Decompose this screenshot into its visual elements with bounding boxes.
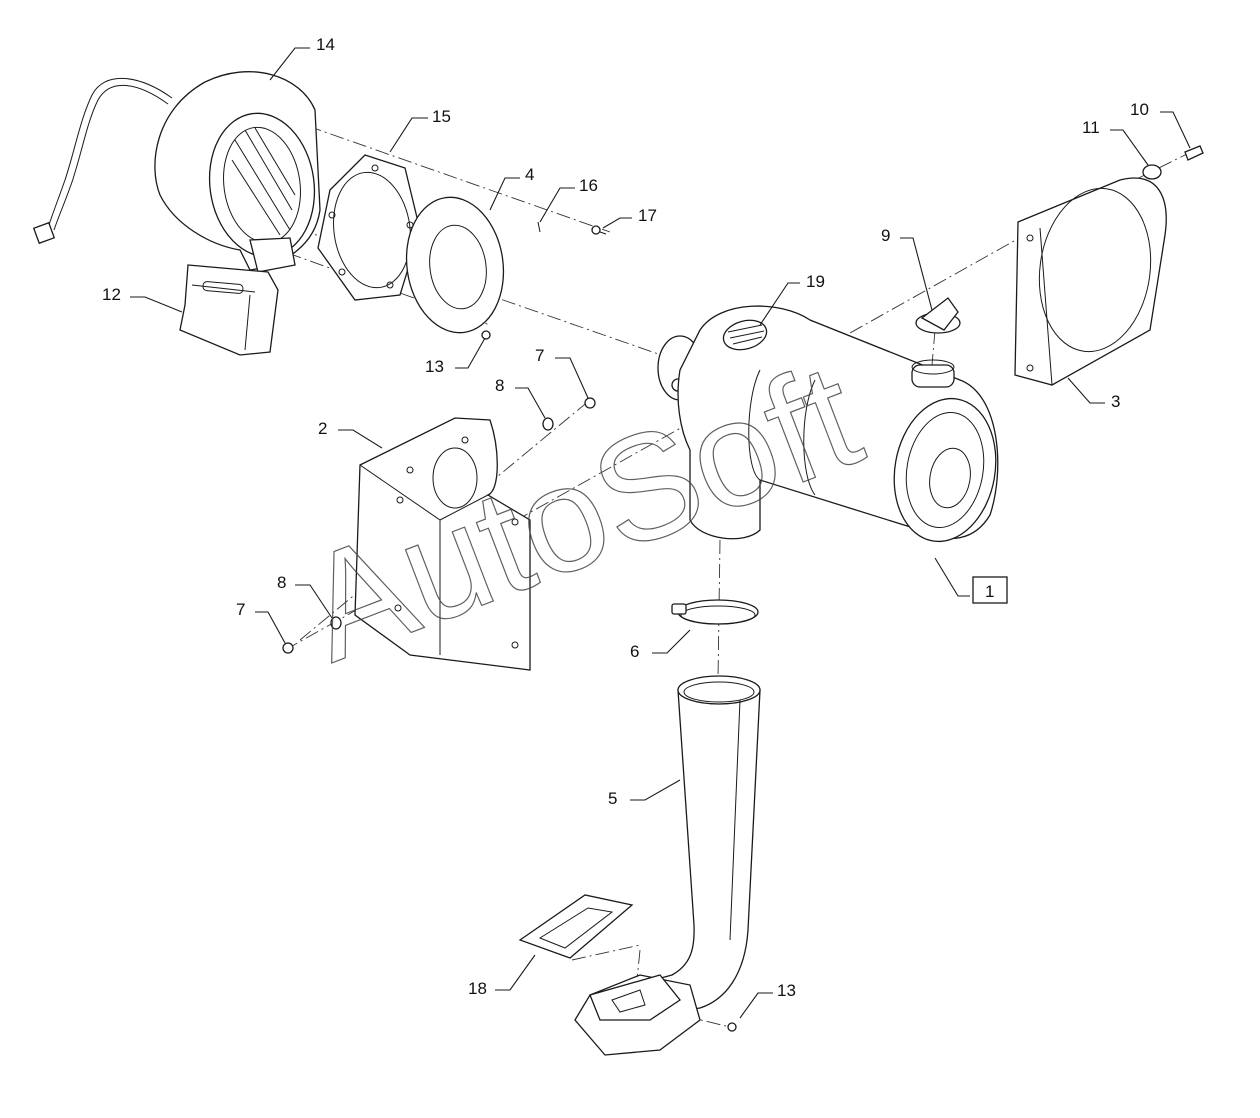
callout-8-upper: 8	[495, 376, 504, 395]
valve-part-9	[915, 297, 961, 334]
callout-1: 1	[985, 582, 994, 601]
screw-part-13-upper	[481, 330, 491, 340]
callout-19: 19	[806, 272, 825, 291]
gasket-plate-part-15	[317, 154, 421, 301]
leader-lines	[130, 47, 1191, 1019]
callout-12: 12	[102, 285, 121, 304]
nut-part-7-upper	[584, 397, 596, 409]
gasket-part-18	[518, 894, 634, 959]
pin-part-16	[537, 221, 541, 233]
intake-tube-part-5	[574, 675, 761, 1056]
nut-part-7-lower	[282, 642, 294, 654]
callout-7-lower: 7	[236, 600, 245, 619]
callout-11: 11	[1082, 118, 1100, 137]
washer-part-8-upper	[542, 417, 554, 431]
callout-13-upper: 13	[425, 357, 444, 376]
blower-housing-part-14	[32, 71, 321, 273]
callout-labels: 14 15 4 16 17 12 13 19 9 11 10 3 7 8 2 8…	[102, 35, 1149, 1000]
callout-5: 5	[608, 789, 617, 808]
washer-part-11	[1142, 164, 1162, 180]
callout-9: 9	[881, 226, 890, 245]
callout-14: 14	[316, 35, 335, 54]
fasteners-7-8	[282, 397, 596, 654]
outlet-duct-part-12	[179, 264, 279, 356]
screw-part-17	[591, 225, 607, 235]
callout-10: 10	[1130, 100, 1149, 119]
mounting-bracket-part-2	[354, 417, 531, 671]
callout-18: 18	[468, 979, 487, 998]
callout-8-lower: 8	[277, 573, 286, 592]
frame-bracket-part-3	[1014, 177, 1167, 386]
small-fasteners	[481, 221, 607, 340]
callout-13-lower: 13	[777, 981, 796, 1000]
ring-part-4	[405, 196, 505, 334]
callout-17: 17	[638, 206, 657, 225]
callout-16: 16	[579, 176, 598, 195]
callout-2: 2	[318, 419, 327, 438]
callout-3: 3	[1111, 392, 1120, 411]
screw-part-13-lower	[727, 1022, 737, 1032]
washer-part-8-lower	[330, 616, 342, 630]
callout-15: 15	[432, 107, 451, 126]
callout-4: 4	[525, 165, 534, 184]
hose-clamp-part-6	[671, 599, 759, 625]
bolt-part-10	[1184, 145, 1204, 161]
callout-7-upper: 7	[535, 346, 544, 365]
callout-1-box	[972, 576, 1008, 604]
air-filter-housing-part-1	[657, 305, 999, 543]
callout-6: 6	[630, 642, 639, 661]
